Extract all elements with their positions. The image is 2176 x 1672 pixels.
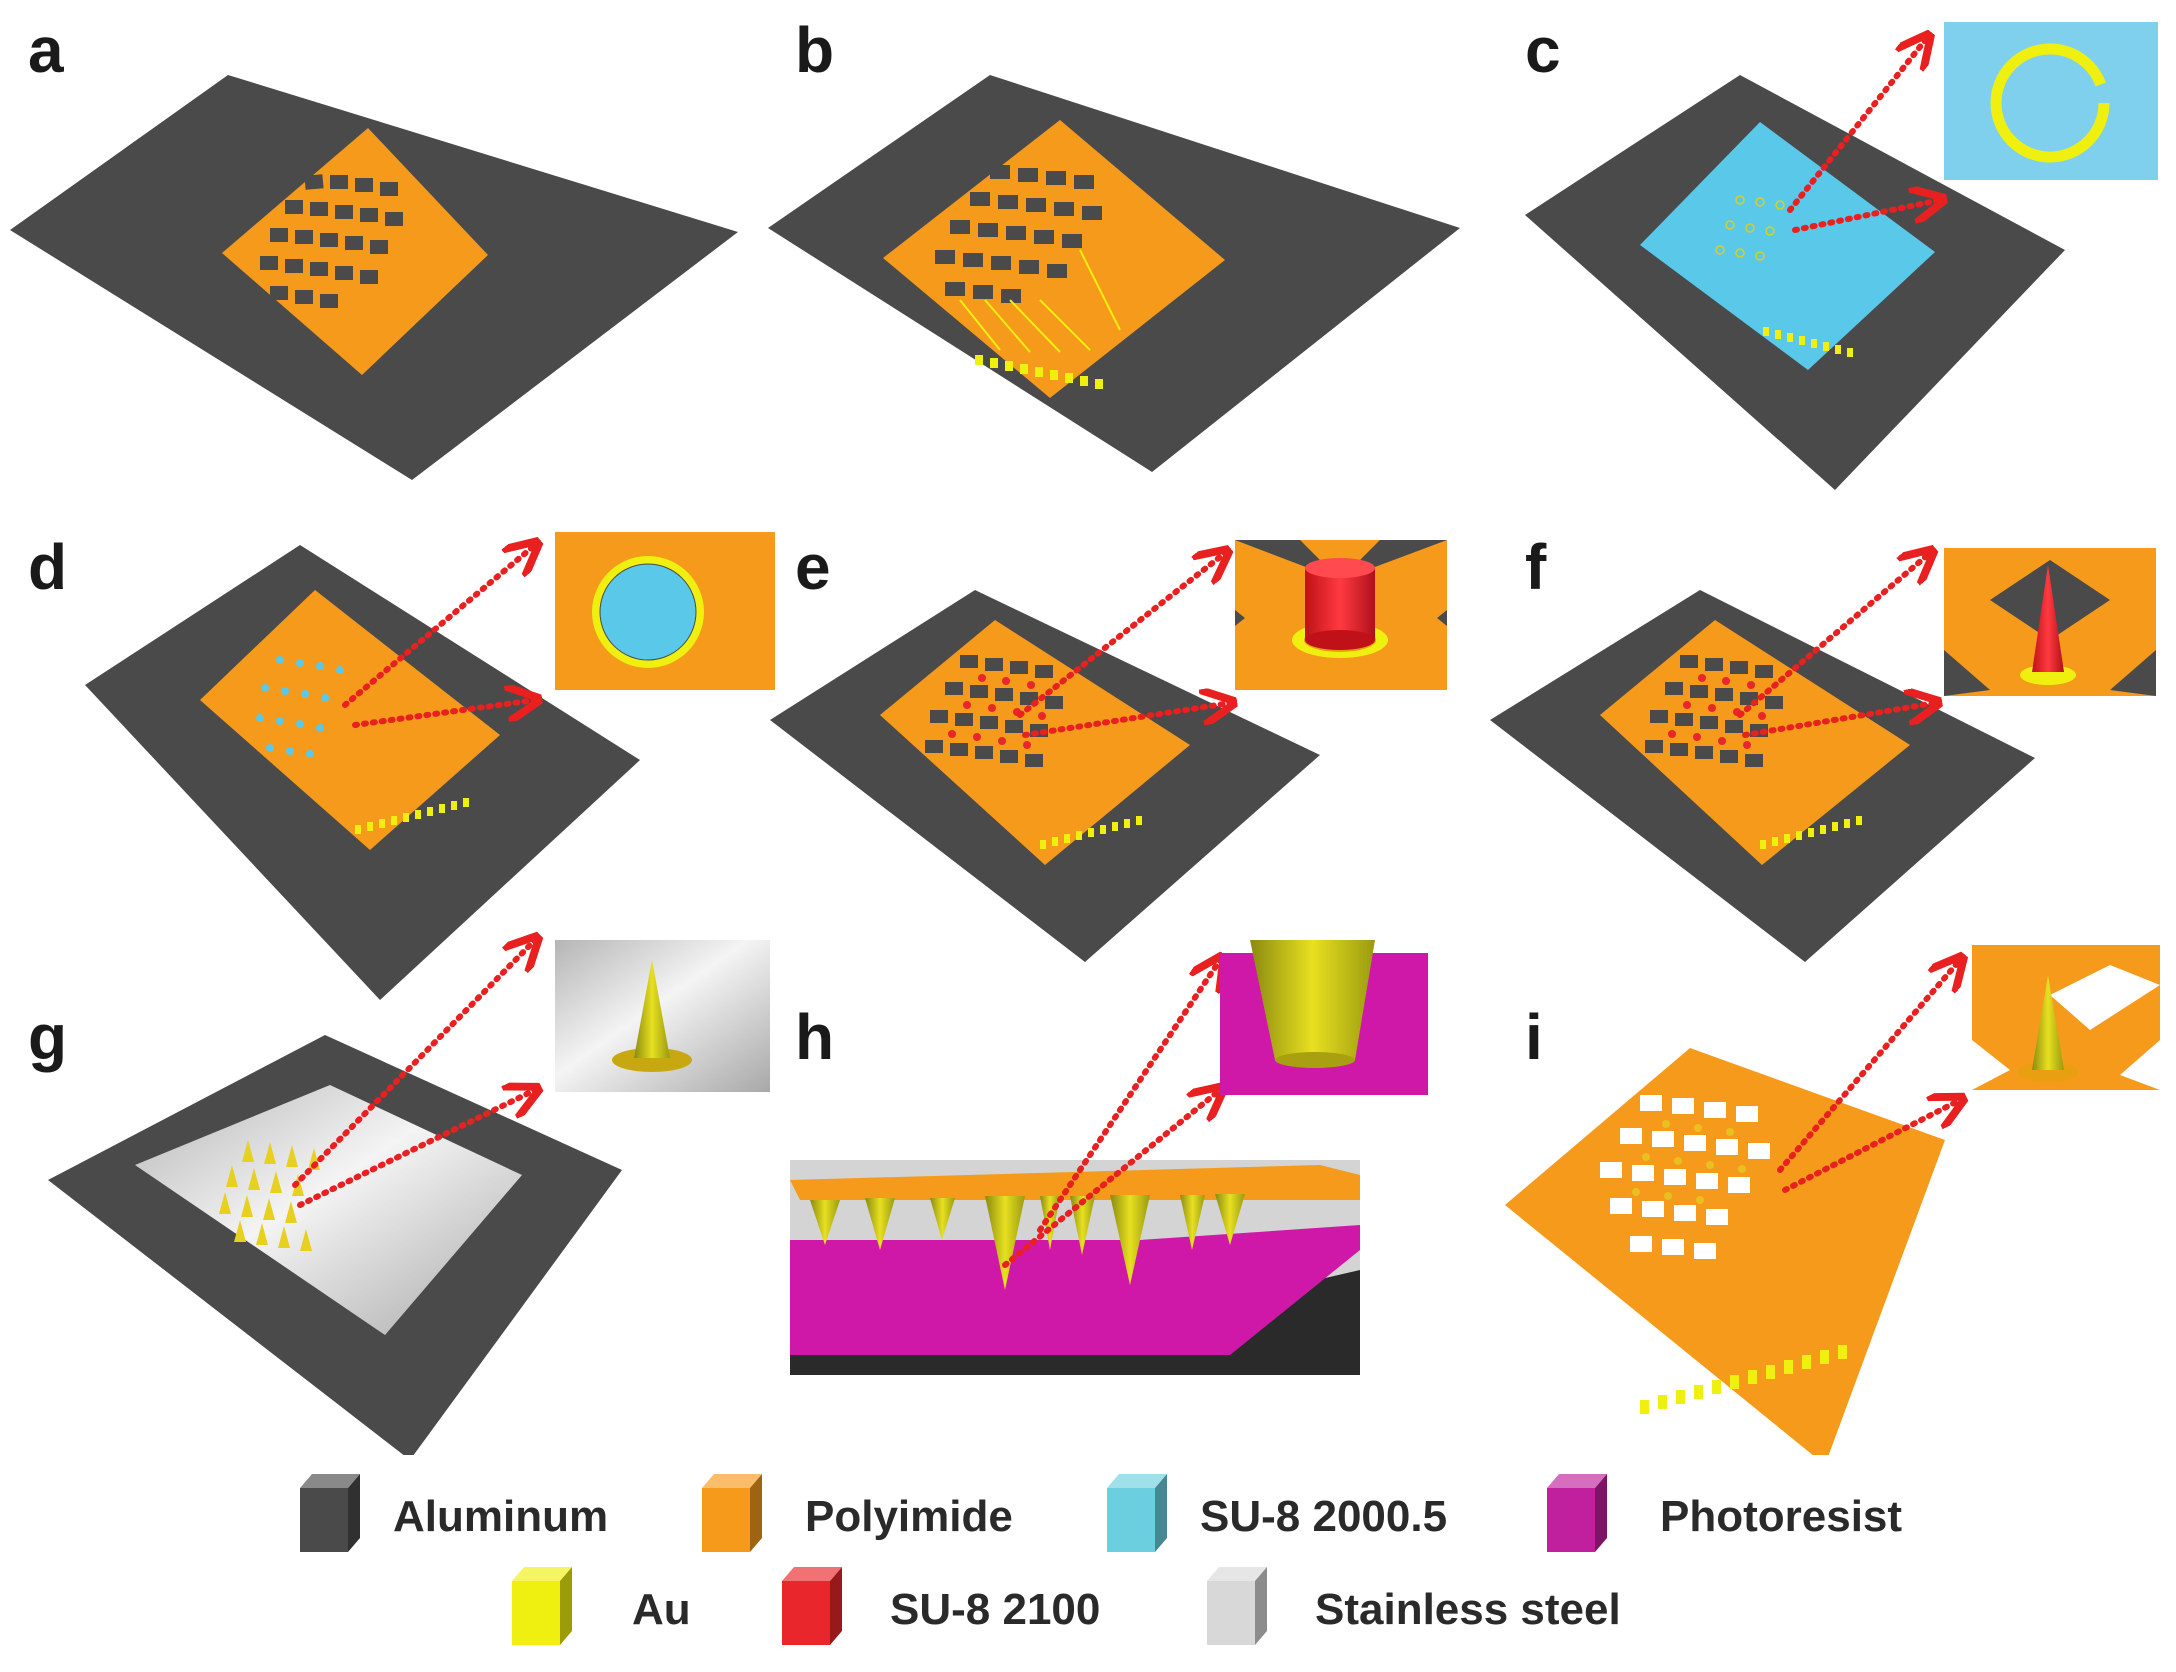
zoom-arrow <box>1017 553 1225 718</box>
zoom-arrow <box>292 940 535 1188</box>
gold-microneedles <box>810 1194 1245 1290</box>
su8-dots <box>256 656 344 758</box>
inset-d <box>555 532 775 690</box>
legend-label: SU-8 2000.5 <box>1200 1492 1448 1541</box>
diagram-canvas <box>10 22 2160 1465</box>
panel-f <box>1490 548 2156 962</box>
inset-i <box>1972 945 2160 1090</box>
red-cones <box>1668 674 1766 749</box>
polyimide-mesh <box>1600 620 1910 865</box>
panel-label-i: i <box>1525 1001 1543 1073</box>
panel-label-e: e <box>795 531 831 603</box>
gold-traces <box>959 249 1121 353</box>
inset-h <box>1220 940 1428 1095</box>
legend-label: Photoresist <box>1660 1492 1903 1541</box>
polyimide-layer <box>200 590 500 850</box>
zoom-arrow <box>1787 38 1927 213</box>
legend-label: Polyimide <box>805 1492 1013 1541</box>
zoom-arrow <box>342 545 535 708</box>
zoom-arrow <box>1037 960 1220 1233</box>
gold-cones <box>219 1140 320 1251</box>
gold-needles <box>1632 1120 1746 1204</box>
panel-e <box>770 540 1447 962</box>
panel-label-b: b <box>795 14 835 86</box>
su8-2000-layer <box>1640 122 1935 370</box>
panel-i <box>1505 945 2160 1465</box>
panel-d <box>85 532 775 1000</box>
cube-swatch-icon <box>300 1474 360 1552</box>
panel-b <box>768 75 1460 472</box>
panel-h <box>790 940 1428 1375</box>
gold-pads <box>1760 816 1862 849</box>
polyimide-mesh <box>880 620 1190 865</box>
stainless-steel-mold <box>135 1085 522 1335</box>
photoresist-layer <box>790 1225 1360 1355</box>
legend-label: Au <box>632 1585 691 1634</box>
zoom-arrow <box>1777 960 1960 1173</box>
material-legend: Aluminum Polyimide SU-8 2000.5 Photoresi… <box>0 1455 2176 1672</box>
zoom-arrow <box>1022 703 1230 738</box>
zoom-arrow <box>1792 200 1940 233</box>
zoom-arrow <box>1782 1100 1960 1193</box>
polyimide-substrate <box>790 1165 1360 1200</box>
panel-a <box>10 75 738 480</box>
gold-pads <box>1763 327 1853 357</box>
cube-swatch-icon <box>1207 1567 1267 1645</box>
zoom-arrow <box>1737 553 1930 718</box>
mesh-holes <box>925 655 1063 767</box>
au-rings <box>1715 195 1785 261</box>
gold-pads <box>1040 816 1142 849</box>
panel-label-c: c <box>1525 14 1561 86</box>
mesh-holes <box>260 174 403 308</box>
panel-label-g: g <box>28 1001 68 1073</box>
panel-label-d: d <box>28 531 68 603</box>
panel-c <box>1525 22 2158 490</box>
panel-g <box>48 940 770 1460</box>
zoom-arrow <box>352 700 535 728</box>
inset-c <box>1944 22 2158 180</box>
inset-e <box>1235 540 1447 690</box>
gold-pads <box>975 355 1103 389</box>
cube-swatch-icon <box>1107 1474 1167 1552</box>
panel-label-a: a <box>28 14 64 86</box>
inset-f <box>1944 548 2156 696</box>
cube-swatch-icon <box>512 1567 572 1645</box>
zoom-arrow <box>297 1090 535 1208</box>
cube-swatch-icon <box>782 1567 842 1645</box>
polyimide-mesh <box>883 120 1225 398</box>
panel-label-f: f <box>1525 531 1547 603</box>
inset-g <box>555 940 770 1092</box>
mesh-holes <box>1600 1095 1770 1259</box>
mesh-holes <box>935 165 1102 303</box>
legend-label: Aluminum <box>393 1492 609 1541</box>
gold-pads <box>1640 1345 1847 1414</box>
zoom-arrow <box>1002 1090 1220 1268</box>
cube-swatch-icon <box>702 1474 762 1552</box>
legend-label: Stainless steel <box>1315 1585 1621 1634</box>
polyimide-mesh <box>222 128 488 375</box>
cube-swatch-icon <box>1547 1474 1607 1552</box>
panel-label-h: h <box>795 1001 835 1073</box>
gold-pads <box>355 798 469 834</box>
legend-label: SU-8 2100 <box>890 1585 1101 1634</box>
polyimide-patch <box>1505 1048 1945 1465</box>
zoom-arrow <box>1742 703 1935 738</box>
